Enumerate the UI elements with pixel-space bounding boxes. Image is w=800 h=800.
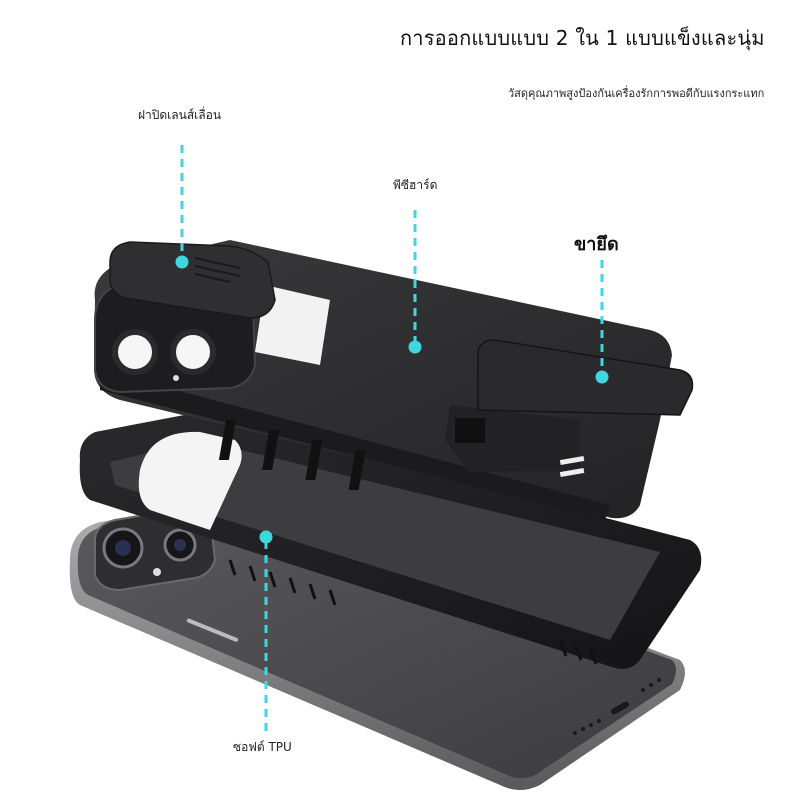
tpu-soft-frame <box>79 412 702 669</box>
callout-label-kickstand: ขายึด <box>574 234 619 255</box>
lens-slider-cover <box>109 241 276 319</box>
callout-lines <box>175 145 609 735</box>
lens-cutout-2 <box>170 329 216 375</box>
callout-label-lens-slider: ฝาปิดเลนส์เลื่อน <box>138 108 222 122</box>
callout-dot-icon <box>259 530 273 544</box>
page-subtitle: วัสดุคุณภาพสูงป้องกันเครื่องรักการพอดีกั… <box>508 87 765 100</box>
callout-dot-icon <box>175 255 189 269</box>
callout-label-pc-hard: พีซีฮาร์ด <box>393 178 438 192</box>
callout-label-tpu-soft: ซอฟต์ TPU <box>233 740 292 754</box>
flash-icon <box>153 568 161 576</box>
phone <box>69 498 685 790</box>
callout-line-kickstand <box>595 260 609 384</box>
callout-line-lens-slider <box>175 145 189 269</box>
callout-dot-icon <box>595 370 609 384</box>
callout-dot-icon <box>408 340 422 354</box>
pc-hard-shell <box>94 240 694 520</box>
lens-cutout-1 <box>112 329 158 375</box>
page-title: การออกแบบแบบ 2 ใน 1 แบบแข็งและนุ่ม <box>400 26 765 50</box>
kickstand <box>445 339 694 478</box>
callout-line-tpu-soft <box>259 530 273 735</box>
callout-line-pc-hard <box>408 210 422 354</box>
